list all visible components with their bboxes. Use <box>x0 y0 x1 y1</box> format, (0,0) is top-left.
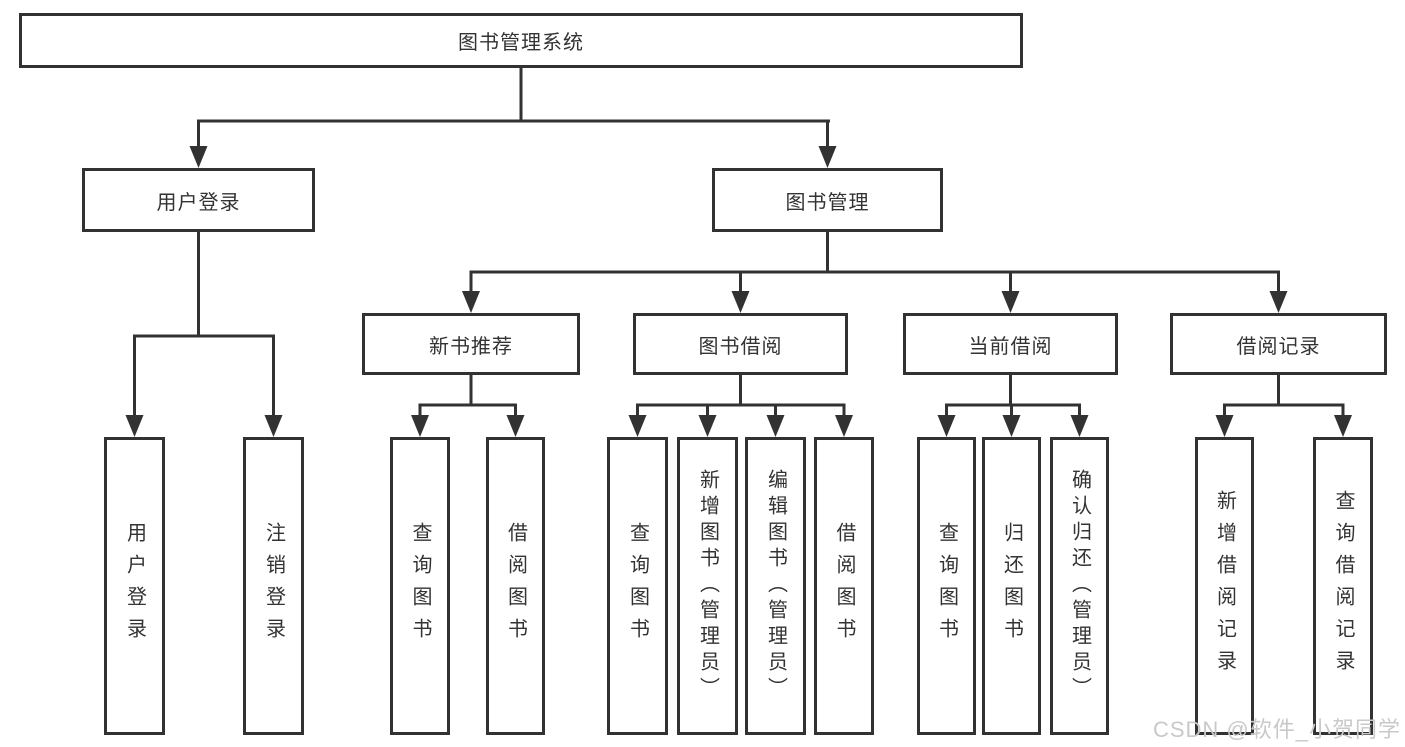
leaf-logout-label: 注销登录 <box>262 522 285 650</box>
leaf-return-books: 归还图书 <box>982 437 1041 735</box>
leaf-logout: 注销登录 <box>243 437 304 735</box>
node-book-management-label: 图书管理 <box>785 191 870 214</box>
leaf-return-books-label: 归还图书 <box>1000 522 1023 650</box>
leaf-add-borrow-record: 新增借阅记录 <box>1195 437 1254 735</box>
leaf-query-borrow-record-label: 查询借阅记录 <box>1332 490 1354 682</box>
leaf-edit-books-admin: 编辑图书（管理员） <box>745 437 806 735</box>
node-borrowing-records-label: 借阅记录 <box>1236 335 1321 358</box>
leaf-query-borrow-record: 查询借阅记录 <box>1313 437 1373 735</box>
leaf-current-query-books: 查询图书 <box>917 437 976 735</box>
leaf-add-borrow-record-label: 新增借阅记录 <box>1213 490 1236 682</box>
leaf-borrowing-query-books-label: 查询图书 <box>626 522 649 650</box>
leaf-confirm-return-admin-label: 确认归还（管理员） <box>1068 469 1091 703</box>
leaf-recommend-query-books-label: 查询图书 <box>409 522 431 650</box>
leaf-add-books-admin: 新增图书（管理员） <box>677 437 738 735</box>
leaf-confirm-return-admin: 确认归还（管理员） <box>1050 437 1109 735</box>
leaf-recommend-borrow-books-label: 借阅图书 <box>504 522 527 650</box>
node-new-book-recommendation-label: 新书推荐 <box>429 335 513 358</box>
node-user-login: 用户登录 <box>82 168 315 232</box>
leaf-add-books-admin-label: 新增图书（管理员） <box>696 469 719 703</box>
leaf-recommend-query-books: 查询图书 <box>390 437 450 735</box>
node-book-borrowing: 图书借阅 <box>633 313 848 375</box>
leaf-recommend-borrow-books: 借阅图书 <box>486 437 545 735</box>
node-current-borrowing: 当前借阅 <box>903 313 1118 375</box>
leaf-borrowing-query-books: 查询图书 <box>607 437 668 735</box>
node-root: 图书管理系统 <box>19 13 1023 68</box>
node-borrowing-records: 借阅记录 <box>1170 313 1387 375</box>
leaf-borrowing-borrow-books: 借阅图书 <box>814 437 874 735</box>
leaf-user-login: 用户登录 <box>104 437 165 735</box>
leaf-borrowing-borrow-books-label: 借阅图书 <box>833 522 855 650</box>
leaf-user-login-label: 用户登录 <box>123 522 146 650</box>
node-new-book-recommendation: 新书推荐 <box>362 313 580 375</box>
node-book-borrowing-label: 图书借阅 <box>698 335 783 358</box>
arrowheads <box>125 146 1352 437</box>
node-current-borrowing-label: 当前借阅 <box>968 335 1053 358</box>
csdn-watermark: CSDN @软件_小贺同学 <box>1152 717 1401 742</box>
node-user-login-label: 用户登录 <box>156 191 241 214</box>
node-root-label: 图书管理系统 <box>458 32 584 54</box>
leaf-current-query-books-label: 查询图书 <box>935 522 958 650</box>
leaf-edit-books-admin-label: 编辑图书（管理员） <box>764 469 787 703</box>
node-book-management: 图书管理 <box>712 168 943 232</box>
